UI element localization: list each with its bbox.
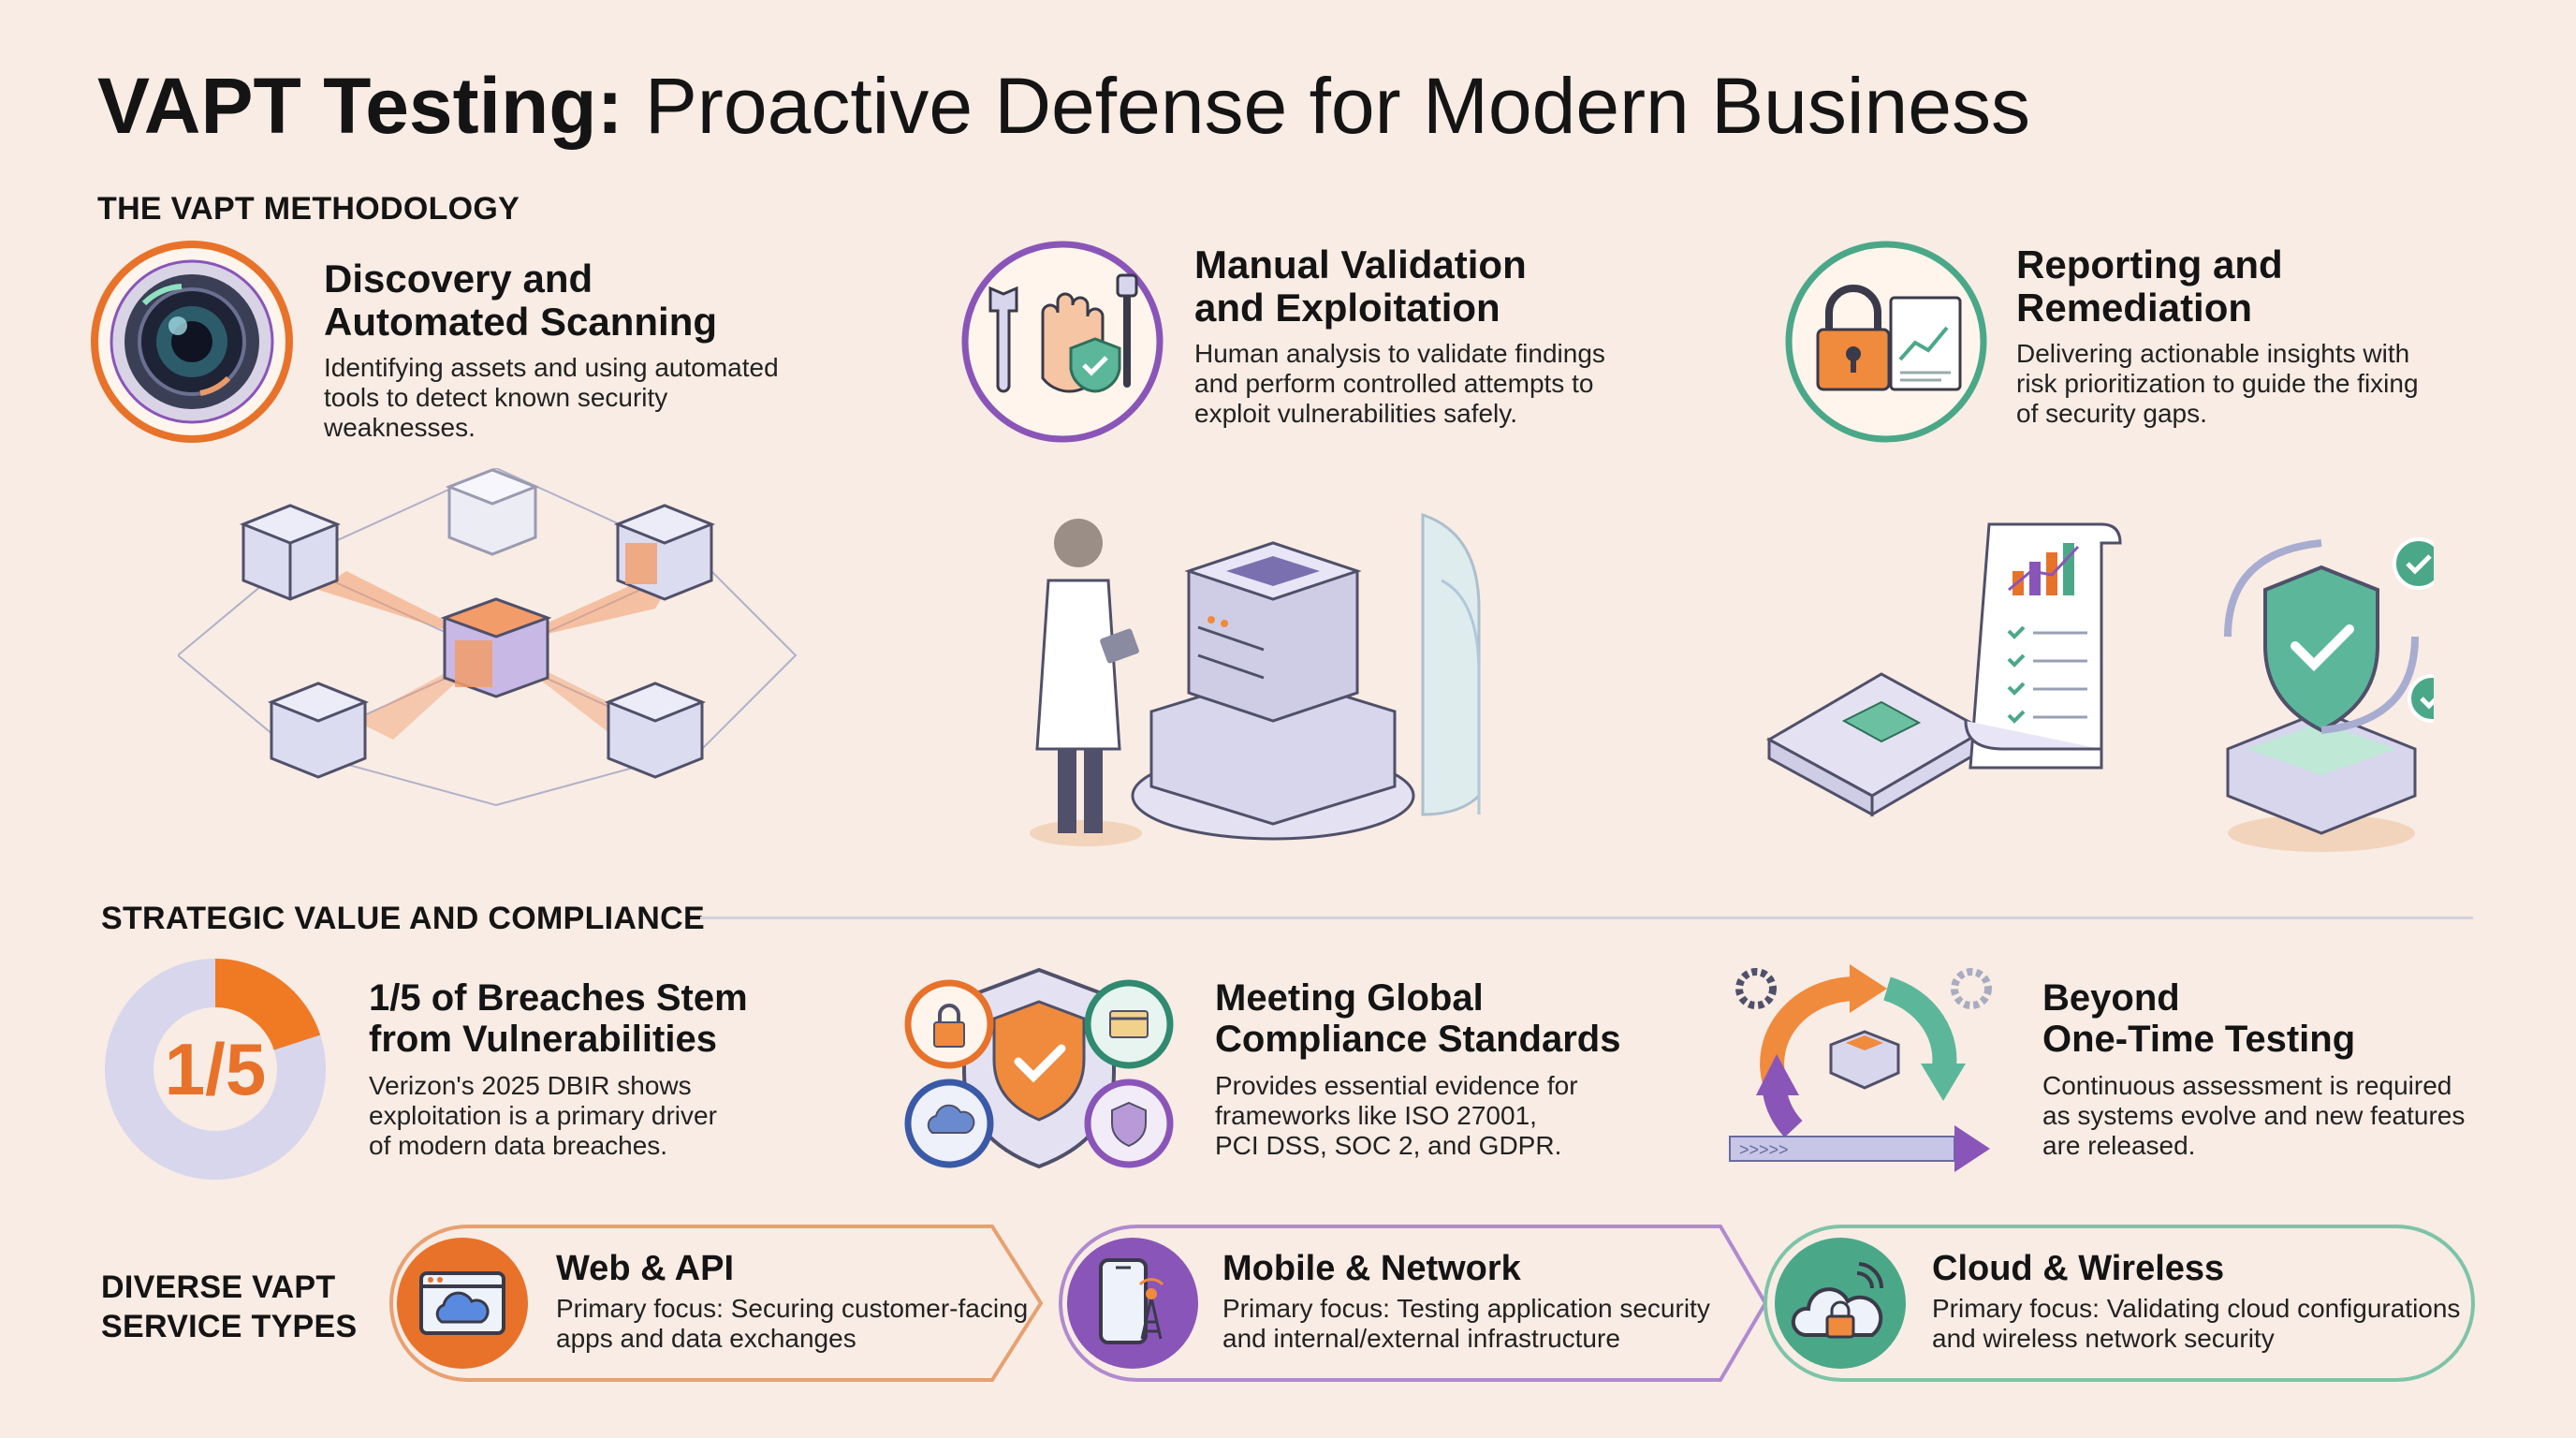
service-cloud-title: Cloud & Wireless <box>1932 1249 2225 1288</box>
value-continuous-desc-2: as systems evolve and new features <box>2042 1101 2466 1130</box>
step-discovery-desc-1: Identifying assets and using automated <box>324 353 779 382</box>
step-reporting-desc-1: Delivering actionable insights with <box>2016 339 2410 368</box>
donut-highlight-segment <box>214 959 321 1051</box>
strategic-heading: STRATEGIC VALUE AND COMPLIANCE <box>101 901 705 936</box>
tools-hand-shield-icon <box>959 238 1166 446</box>
value-compliance-desc-2: frameworks like ISO 27001, <box>1215 1101 1537 1130</box>
service-web-api[interactable]: Web & API Primary focus: Securing custom… <box>556 1249 1043 1354</box>
step-manual-desc-1: Human analysis to validate findings <box>1194 339 1605 368</box>
step-reporting: Reporting and Remediation Delivering act… <box>2016 243 2540 429</box>
step-discovery-title-2: Automated Scanning <box>324 300 718 344</box>
service-mobile-title: Mobile & Network <box>1222 1249 1521 1288</box>
step-manual-title-2: and Exploitation <box>1194 286 1500 330</box>
cube <box>239 504 342 601</box>
value-continuous-title-1: Beyond <box>2042 977 2180 1019</box>
value-breaches-desc-2: exploitation is a primary driver <box>369 1101 717 1130</box>
step-manual-title-1: Manual Validation <box>1194 242 1527 286</box>
step-manual-validation: Manual Validation and Exploitation Human… <box>1194 243 1681 429</box>
services-heading-line-2: SERVICE TYPES <box>101 1309 358 1344</box>
step-manual-desc-3: exploit vulnerabilities safely. <box>1194 399 1517 428</box>
value-compliance-desc-3: PCI DSS, SOC 2, and GDPR. <box>1215 1131 1562 1160</box>
padlock-report-icon <box>1782 238 1990 446</box>
stat-value: 1/5 <box>164 1028 267 1110</box>
service-mobile-network[interactable]: Mobile & Network Primary focus: Testing … <box>1222 1249 1747 1354</box>
service-mobile-desc-1: Primary focus: Testing application secur… <box>1222 1294 1710 1323</box>
breach-stat-donut: 1/5 <box>99 953 331 1185</box>
services-heading: DIVERSE VAPT SERVICE TYPES <box>101 1268 357 1346</box>
service-cloud-wireless[interactable]: Cloud & Wireless Primary focus: Validati… <box>1932 1249 2494 1354</box>
value-continuous: Beyond One-Time Testing Continuous asses… <box>2042 977 2548 1161</box>
page-title: VAPT Testing: Proactive Defense for Mode… <box>97 54 2030 157</box>
title-rest: Proactive Defense for Modern Business <box>644 62 2030 150</box>
section-divider <box>700 917 2473 919</box>
svg-text:>>>>>: >>>>> <box>1739 1140 1789 1159</box>
title-bold: VAPT Testing: <box>97 62 623 150</box>
step-reporting-title-2: Remediation <box>2016 286 2253 330</box>
value-continuous-title-2: One-Time Testing <box>2042 1019 2356 1060</box>
value-breaches: 1/5 of Breaches Stem from Vulnerabilitie… <box>369 977 837 1161</box>
value-compliance-title-1: Meeting Global <box>1215 977 1484 1019</box>
report-shield-illustration <box>1760 515 2456 861</box>
step-reporting-desc-2: risk prioritization to guide the fixing <box>2016 369 2419 398</box>
service-web-api-title: Web & API <box>556 1249 735 1288</box>
methodology-heading: THE VAPT METHODOLOGY <box>97 191 520 227</box>
step-discovery: Discovery and Automated Scanning Identif… <box>324 257 811 443</box>
value-compliance-title-2: Compliance Standards <box>1215 1019 1621 1060</box>
services-heading-line-1: DIVERSE VAPT <box>101 1269 336 1305</box>
browser-cloud-icon <box>395 1236 530 1371</box>
step-discovery-title-1: Discovery and <box>324 257 593 301</box>
cube-network-illustration <box>177 466 814 824</box>
service-web-api-desc-2: apps and data exchanges <box>556 1324 856 1353</box>
analyst-server-illustration <box>992 506 1573 871</box>
value-breaches-title-1: 1/5 of Breaches Stem <box>369 977 748 1019</box>
step-reporting-title-1: Reporting and <box>2016 242 2283 286</box>
camera-lens-icon <box>88 238 296 446</box>
continuous-cycle-icon: >>>>> <box>1719 951 2009 1176</box>
step-manual-desc-2: and perform controlled attempts to <box>1194 369 1594 398</box>
mobile-tower-icon <box>1065 1236 1200 1371</box>
value-continuous-desc-1: Continuous assessment is required <box>2042 1071 2452 1100</box>
step-reporting-desc-3: of security gaps. <box>2016 399 2207 428</box>
value-breaches-title-2: from Vulnerabilities <box>369 1019 717 1060</box>
service-mobile-desc-2: and internal/external infrastructure <box>1222 1324 1620 1353</box>
value-breaches-desc-3: of modern data breaches. <box>369 1131 668 1160</box>
value-compliance: Meeting Global Compliance Standards Prov… <box>1215 977 1683 1161</box>
compliance-shield-icon <box>899 964 1179 1172</box>
step-discovery-desc-2: tools to detect known security weaknesse… <box>324 383 668 442</box>
service-web-api-desc-1: Primary focus: Securing customer-facing <box>556 1294 1029 1323</box>
value-continuous-desc-3: are released. <box>2042 1131 2196 1160</box>
value-compliance-desc-1: Provides essential evidence for <box>1215 1071 1578 1100</box>
value-breaches-desc-1: Verizon's 2025 DBIR shows <box>369 1071 692 1100</box>
service-cloud-desc-1: Primary focus: Validating cloud configur… <box>1932 1294 2461 1323</box>
cloud-lock-wifi-icon <box>1773 1236 1908 1371</box>
service-cloud-desc-2: and wireless network security <box>1932 1324 2275 1353</box>
